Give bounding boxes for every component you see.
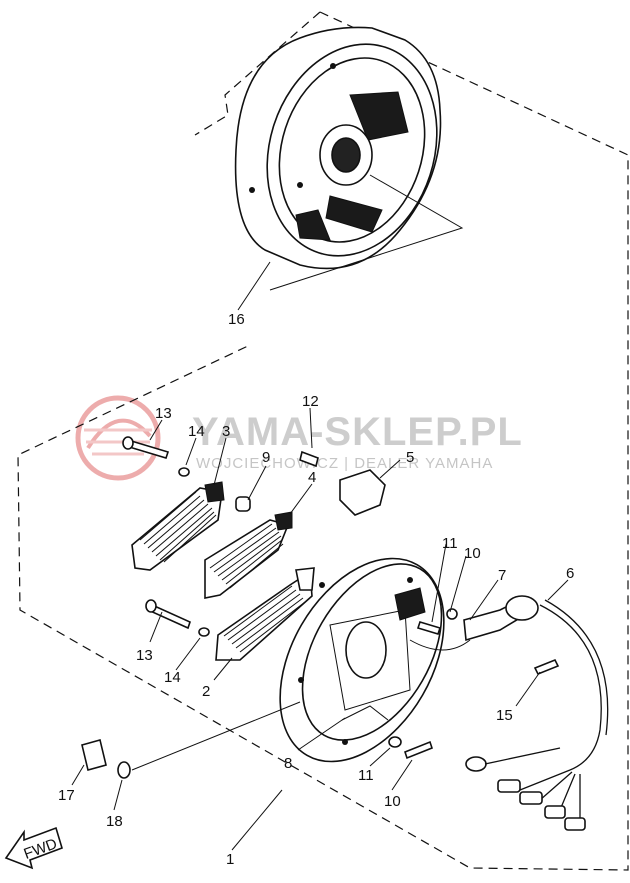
flywheel-rotor [234,26,464,291]
callout-1: 1 [226,851,234,868]
callout-10b: 10 [384,793,401,810]
wiring-harness-6 [465,599,609,831]
watermark-logo-icon [75,395,161,481]
callout-11b: 11 [358,767,374,784]
stator-base-plate [279,557,471,763]
fwd-arrow: FWD [4,826,63,870]
charging-coil-2 [215,567,315,661]
watermark-subtitle: WOJCIECHOWICZ | DEALER YAMAHA [196,455,493,472]
callout-13: 13 [155,405,172,422]
callout-7: 7 [498,567,506,584]
callout-numbers: 16 13 14 3 12 9 4 5 11 10 7 6 13 14 2 15… [58,311,574,868]
callout-10: 10 [464,545,481,562]
callout-2: 2 [202,683,210,700]
callout-3: 3 [222,423,230,440]
callout-14b: 14 [164,669,181,686]
callout-18: 18 [106,813,123,830]
small-hardware [81,436,560,779]
watermark-brand: YAMA-SKLEP.PL [192,410,523,454]
callout-6: 6 [566,565,574,582]
callout-13b: 13 [136,647,153,664]
callout-16: 16 [228,311,245,328]
source-coil-3 [131,481,225,571]
callout-11: 11 [442,535,458,552]
callout-8: 8 [284,755,292,772]
callout-15: 15 [496,707,513,724]
callout-12: 12 [302,393,319,410]
callout-17: 17 [58,787,75,804]
leader-lines [71,261,569,851]
callout-4: 4 [308,469,316,486]
callout-14: 14 [188,423,205,440]
watermark: YAMA-SKLEP.PL WOJCIECHOWICZ | DEALER YAM… [75,395,523,481]
callout-5: 5 [406,449,414,466]
callout-9: 9 [262,449,270,466]
pulser-coil-4 [204,511,293,599]
